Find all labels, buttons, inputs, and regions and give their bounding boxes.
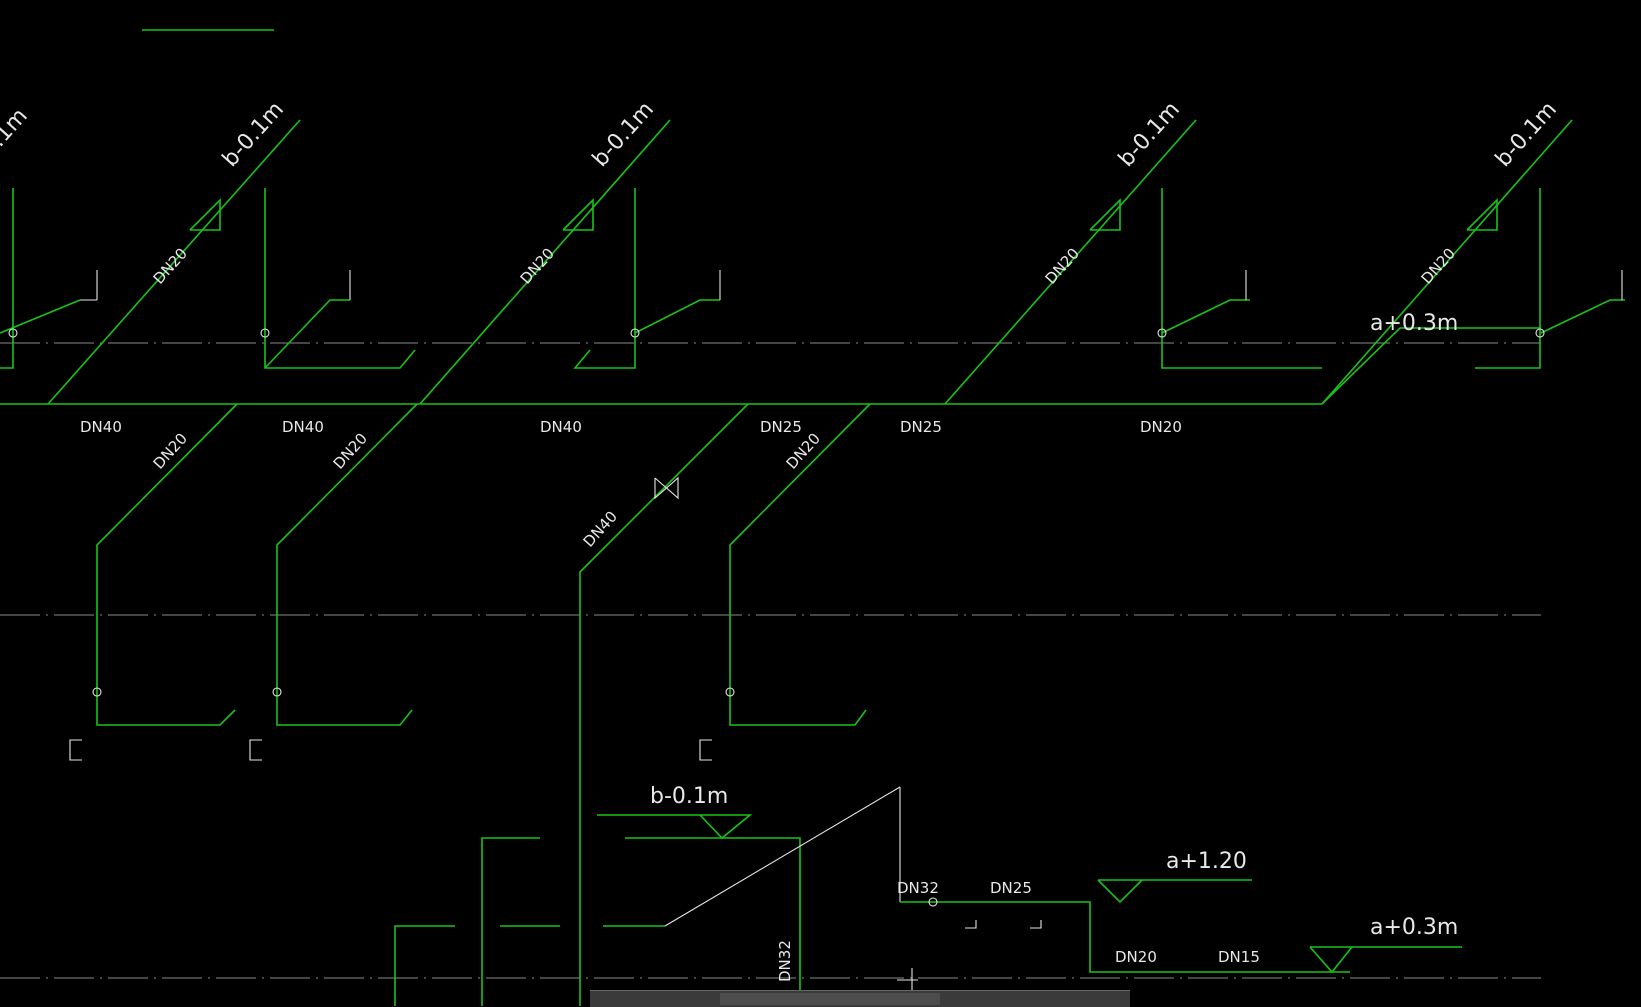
label-b01-lower: b-0.1m [650,784,728,809]
label-dn20-d4: DN20 [1418,245,1459,288]
lower-fixture-area [394,786,1462,1006]
fitting-icon [8,328,18,338]
label-b01-4: b-0.1m [1491,97,1562,172]
tap-icon [69,739,82,761]
fixture-group-2 [264,119,721,405]
fixture-group-1 [0,119,416,405]
label-dn15: DN15 [1218,948,1260,966]
label-a120: a+1.20 [1166,849,1247,874]
toolbar-segment[interactable] [720,993,940,1005]
fitting-icon [928,897,938,907]
label-dn40-2: DN40 [282,418,324,436]
label-dn25-1: DN25 [760,418,802,436]
fitting-icon [725,687,735,697]
fixture-group-3 [944,119,1322,405]
label-a03-lower: a+0.3m [1370,915,1458,940]
label-b01-2: b-0.1m [588,97,659,172]
fitting-icon [272,687,282,697]
label-dn25-lower: DN25 [990,879,1032,897]
label-dn40-3: DN40 [540,418,582,436]
label-dn40-1: DN40 [80,418,122,436]
valve-icon [654,476,679,500]
branch-pipes-lower [96,403,871,1006]
label-dn25-2: DN25 [900,418,942,436]
bottom-toolbar-strip[interactable] [590,990,1130,1007]
label-dn40-d: DN40 [580,508,621,551]
label-b01-3: b-0.1m [1114,97,1185,172]
fitting-icon [630,328,640,338]
main-header-pipe [0,327,1541,405]
fitting-icon [1157,328,1167,338]
label-dn20-d3: DN20 [1042,245,1083,288]
label-dn20-lower: DN20 [1115,948,1157,966]
label-dn20-h: DN20 [1140,418,1182,436]
label-b01-1: b-0.1m [218,97,289,172]
label-b01-cut: .1m [0,104,33,152]
label-a03-upper: a+0.3m [1370,311,1458,336]
tap-icon [249,739,262,761]
fitting-icon [260,328,270,338]
tap-icon [965,920,977,929]
label-dn20-d1: DN20 [150,245,191,288]
pipe-labels: DN40 DN40 DN40 DN25 DN25 DN20 DN32 DN25 … [0,97,1562,982]
fitting-icon [1535,328,1545,338]
label-dn20-d5: DN20 [150,430,191,473]
fitting-icon [92,687,102,697]
label-dn20-d2: DN20 [517,245,558,288]
fixture-group-4 [1321,119,1625,405]
tap-icon [699,739,712,761]
fitting-markers [8,328,1545,992]
label-dn32-h: DN32 [897,879,939,897]
label-dn20-d6: DN20 [330,430,371,473]
tap-icon [1030,920,1042,929]
label-dn32-v: DN32 [776,940,794,982]
